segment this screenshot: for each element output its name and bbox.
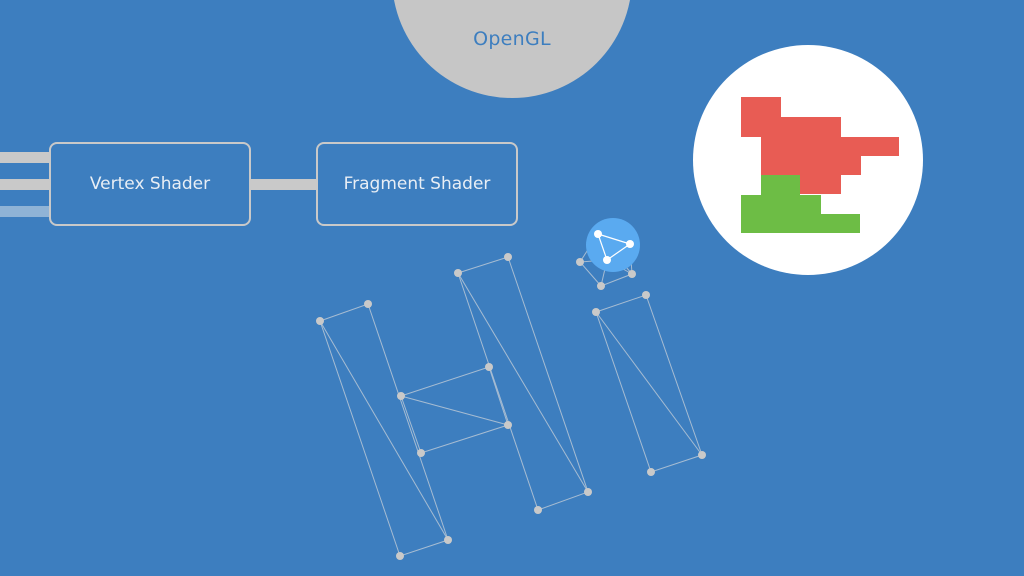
- highlight-edges: [597, 233, 631, 261]
- highlight-vertices: [594, 230, 634, 264]
- fragment-shader-label: Fragment Shader: [343, 174, 491, 194]
- vertex-shader-box: Vertex Shader: [49, 142, 251, 226]
- input-line-1: [0, 152, 50, 163]
- opengl-label: OpenGL: [473, 28, 551, 50]
- fragment-shader-box: Fragment Shader: [316, 142, 518, 226]
- pipeline-connector: [251, 179, 317, 190]
- vertex-shader-label: Vertex Shader: [89, 174, 211, 194]
- input-line-2: [0, 179, 50, 190]
- mesh-edges: [319, 233, 703, 557]
- green-pixels: [741, 175, 860, 233]
- input-line-3: [0, 206, 50, 217]
- mesh-vertices: [316, 253, 706, 560]
- red-pixels: [741, 97, 899, 194]
